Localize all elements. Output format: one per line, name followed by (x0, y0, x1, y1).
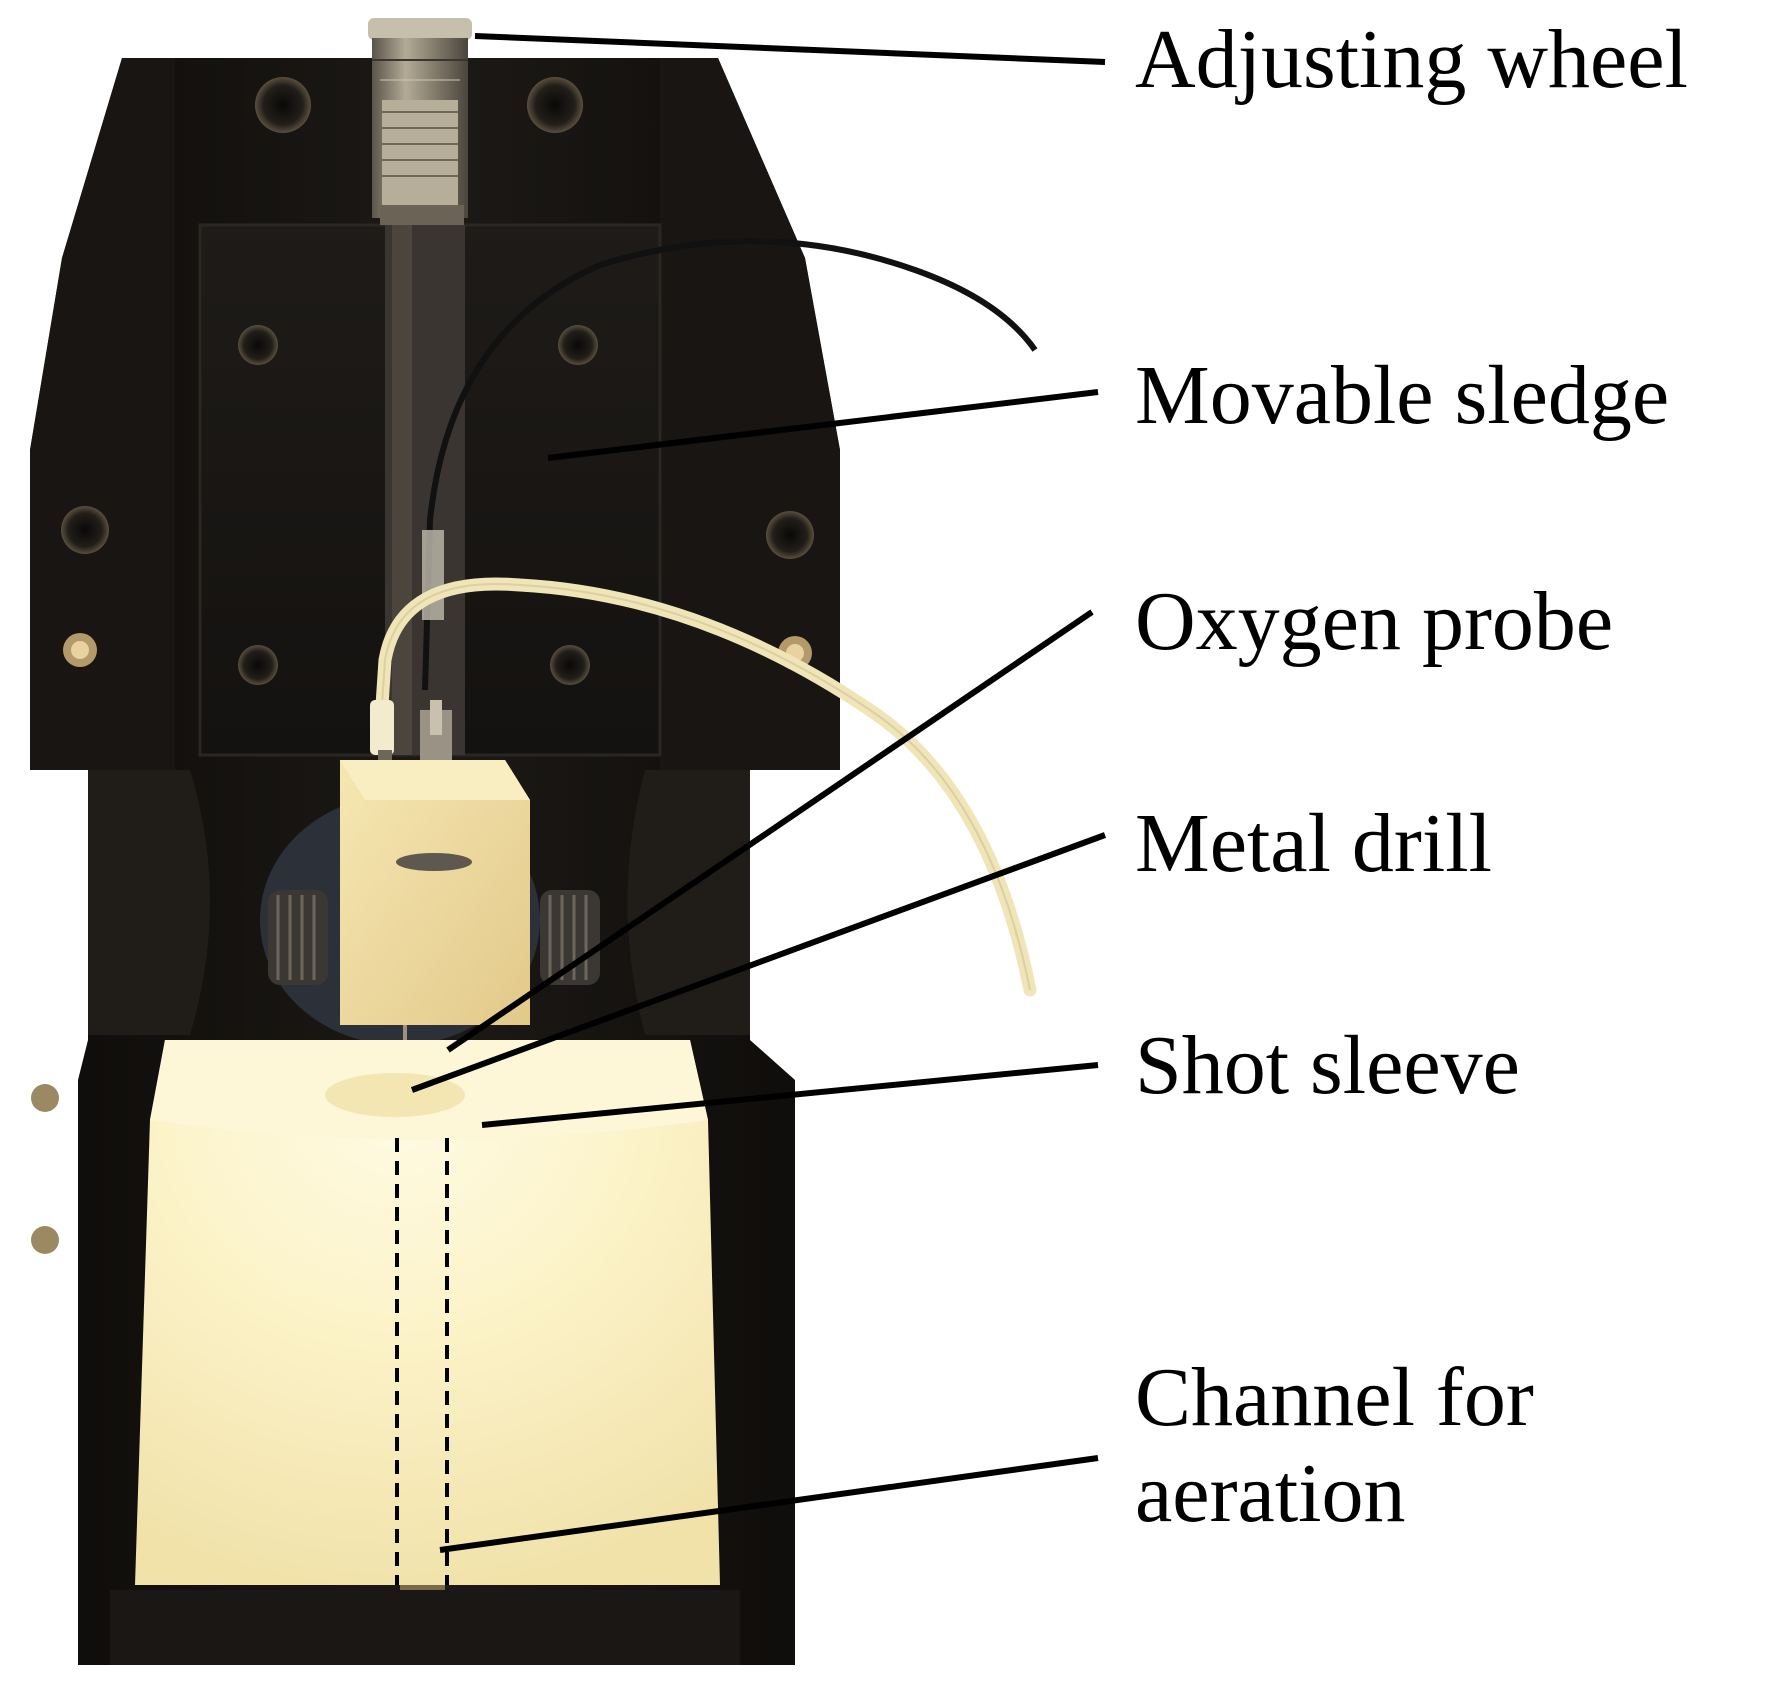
label-oxygen-probe: Oxygen probe (1135, 575, 1614, 668)
leader-channel (439, 1455, 1099, 1553)
knurled-knobs (268, 890, 600, 985)
leader-oxygen-probe (446, 609, 1094, 1053)
leader-shot-sleeve (481, 1062, 1099, 1128)
leader-movable-sledge (547, 389, 1099, 461)
leader-lines (410, 33, 1107, 1553)
leader-adjusting-wheel (474, 33, 1106, 65)
label-movable-sledge: Movable sledge (1135, 349, 1670, 442)
label-shot-sleeve: Shot sleeve (1135, 1019, 1520, 1112)
probe-holder (340, 760, 530, 1025)
adjusting-wheel (368, 18, 472, 225)
label-adjusting-wheel: Adjusting wheel (1135, 13, 1688, 106)
label-channel-line-1: Channel for (1135, 1351, 1534, 1444)
shot-sleeve-block (135, 1040, 720, 1585)
label-channel-line-2: aeration (1135, 1447, 1406, 1540)
base-plate (110, 1590, 740, 1665)
black-cable (422, 238, 1038, 691)
screw-holes (31, 77, 814, 1637)
leader-metal-drill (410, 832, 1107, 1093)
label-metal-drill: Metal drill (1135, 797, 1492, 890)
label-channel-for-aeration: Channel for aeration (1135, 1350, 1534, 1542)
